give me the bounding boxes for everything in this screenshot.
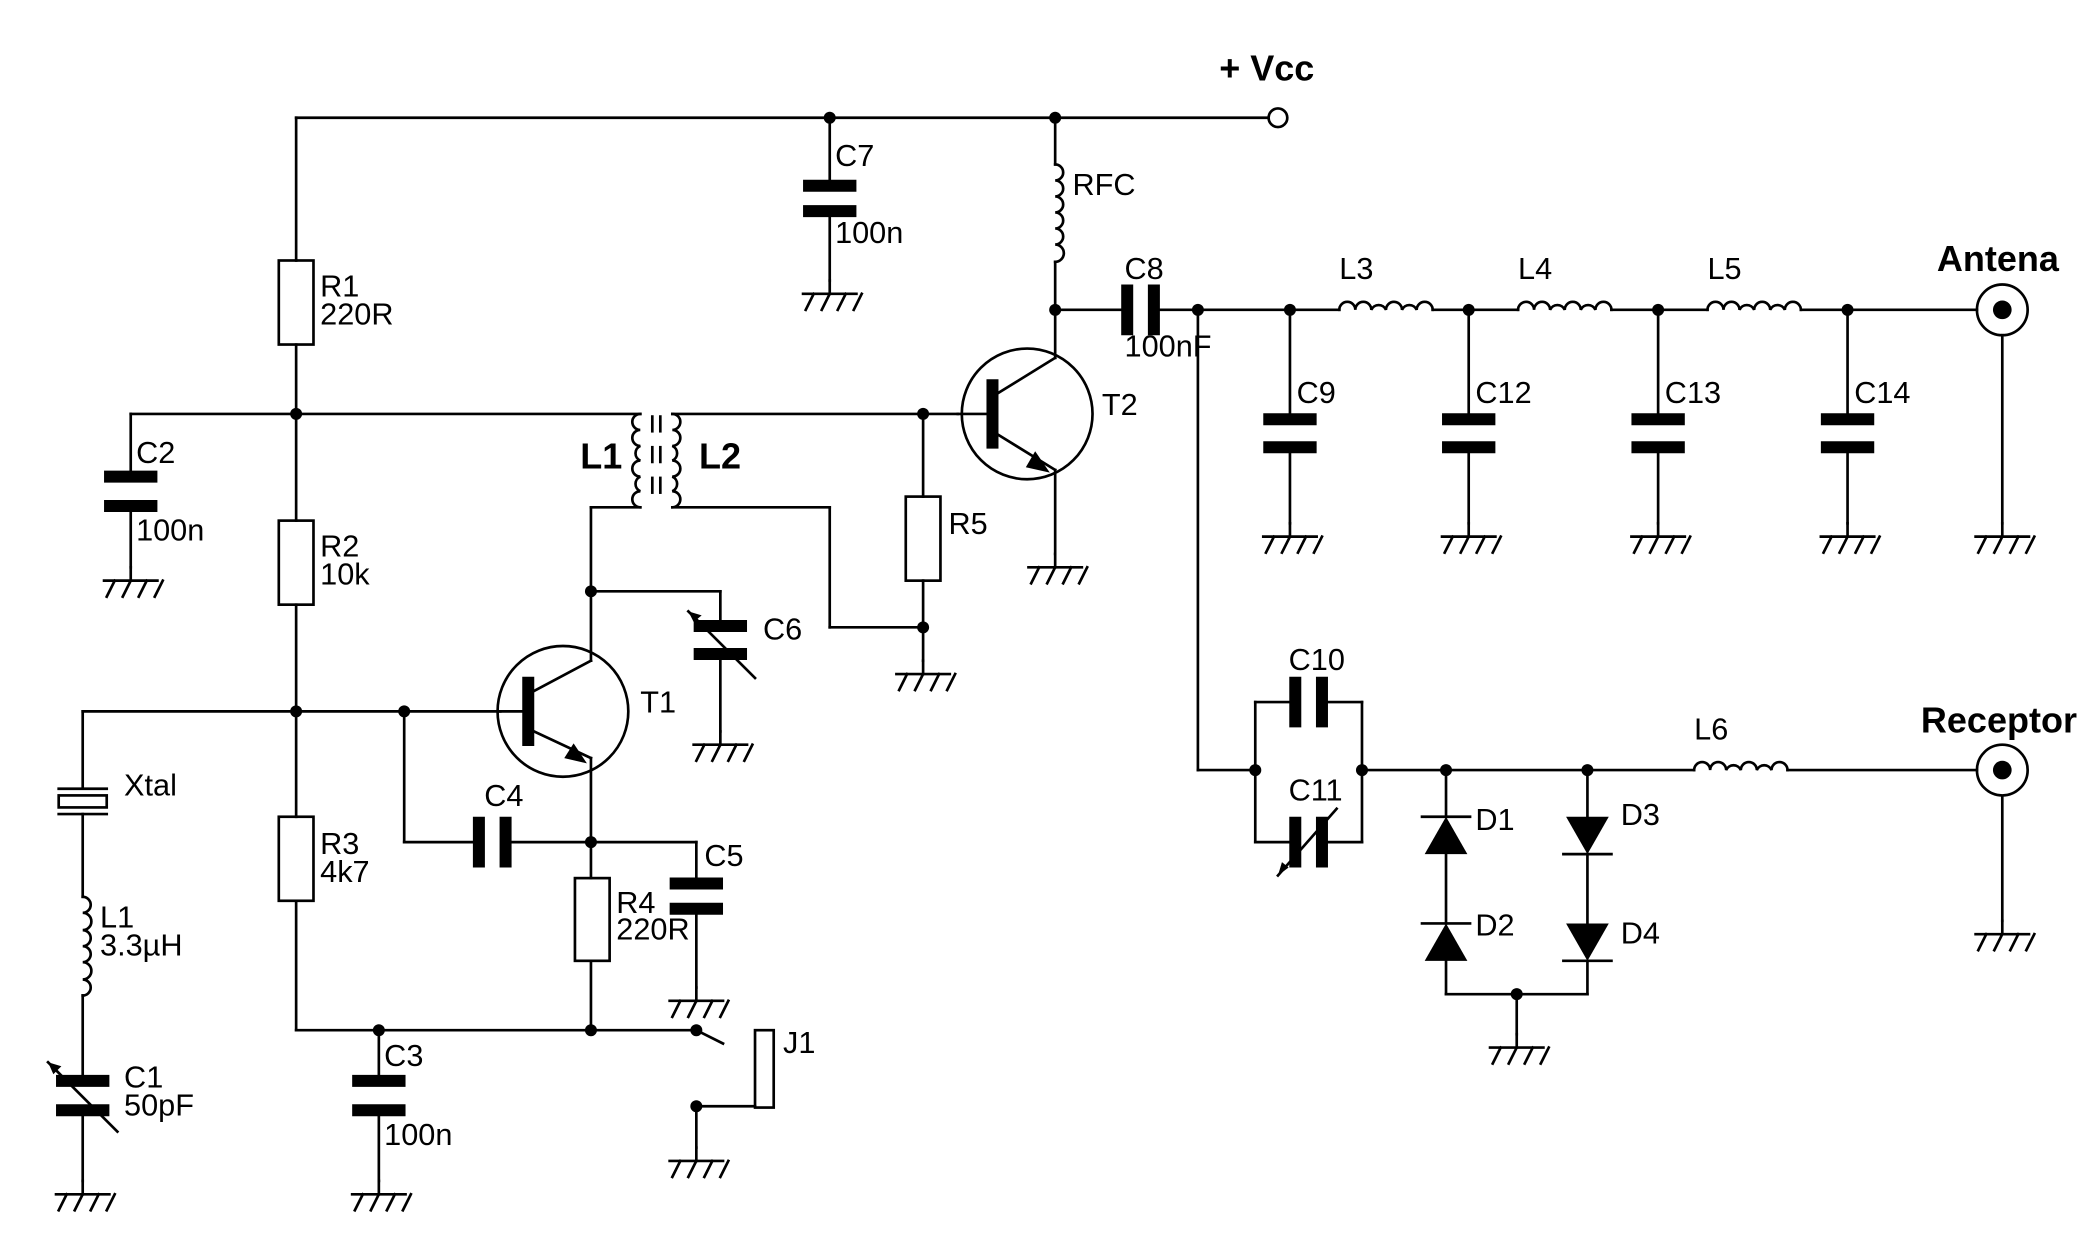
capacitor-c13 xyxy=(1631,413,1685,454)
inductor-l3 xyxy=(1337,300,1435,312)
rfc-name: RFC xyxy=(1073,167,1136,202)
capacitor-c4 xyxy=(472,816,512,868)
d3-name: D3 xyxy=(1621,797,1660,832)
r4-name: R4 xyxy=(616,885,655,920)
diode-d4 xyxy=(1562,923,1613,963)
r2-name: R2 xyxy=(320,529,359,564)
c2-name: C2 xyxy=(136,435,175,470)
c2-value: 100n xyxy=(136,513,204,548)
capacitor-c10 xyxy=(1289,676,1328,728)
receiver-label: Receptor xyxy=(1921,700,2077,741)
c14-name: C14 xyxy=(1854,375,1910,410)
receiver-connector xyxy=(1975,743,2029,797)
capacitor-c7 xyxy=(803,179,857,218)
variable-capacitor-c11 xyxy=(1276,806,1339,878)
c6-name: C6 xyxy=(763,611,802,646)
l3-name: L3 xyxy=(1339,251,1373,286)
c11-name: C11 xyxy=(1289,773,1343,808)
capacitor-c8 xyxy=(1121,284,1160,336)
resistor-r4 xyxy=(573,876,611,963)
c9-name: C9 xyxy=(1297,375,1336,410)
vcc-label: + Vcc xyxy=(1219,47,1314,88)
c1-name: C1 xyxy=(124,1060,163,1095)
t1-name: T1 xyxy=(640,685,676,720)
diode-d1 xyxy=(1420,815,1472,855)
c5-name: C5 xyxy=(704,838,743,873)
capacitor-c14 xyxy=(1820,413,1875,454)
d4-name: D4 xyxy=(1621,915,1660,950)
r4-value: 220R xyxy=(616,911,689,946)
jumper-j1 xyxy=(753,1028,776,1109)
variable-capacitor-c1 xyxy=(46,1060,120,1134)
antenna-label: Antena xyxy=(1937,238,2060,279)
l5-name: L5 xyxy=(1707,251,1741,286)
c3-value: 100n xyxy=(384,1117,452,1152)
diode-d2 xyxy=(1420,922,1472,961)
c1-value: 50pF xyxy=(124,1088,194,1123)
variable-capacitor-c6 xyxy=(686,609,757,680)
transformer-l1-l2 xyxy=(631,412,682,509)
resistor-r2 xyxy=(277,519,315,606)
c7-name: C7 xyxy=(835,138,874,173)
c12-name: C12 xyxy=(1475,375,1531,410)
l2-name: L2 xyxy=(699,436,741,477)
l1-name: L1 xyxy=(100,899,134,934)
l1-transformer-name: L1 xyxy=(580,436,622,477)
c7-value: 100n xyxy=(835,215,903,250)
inductor-l6 xyxy=(1692,760,1789,772)
c8-value: 100nF xyxy=(1125,329,1212,364)
l6-name: L6 xyxy=(1694,711,1728,746)
resistor-r3 xyxy=(277,815,315,903)
l4-name: L4 xyxy=(1518,251,1552,286)
inductor-l5 xyxy=(1706,300,1803,312)
junctions xyxy=(290,111,1854,1113)
d2-name: D2 xyxy=(1475,907,1514,942)
l1-value: 3.3µH xyxy=(100,927,182,962)
r3-value: 4k7 xyxy=(320,854,369,889)
c8-name: C8 xyxy=(1125,251,1164,286)
capacitor-c5 xyxy=(669,877,724,915)
crystal-xtal xyxy=(57,787,109,816)
capacitor-c3 xyxy=(352,1074,406,1117)
t2-name: T2 xyxy=(1102,387,1138,422)
r5-name: R5 xyxy=(948,506,987,541)
d1-name: D1 xyxy=(1475,802,1514,837)
r2-value: 10k xyxy=(320,557,370,592)
xtal-name: Xtal xyxy=(124,767,177,802)
c4-name: C4 xyxy=(484,778,523,813)
r1-value: 220R xyxy=(320,297,393,332)
capacitor-c2 xyxy=(104,470,158,512)
wires xyxy=(81,116,2004,1183)
capacitor-c9 xyxy=(1263,413,1317,454)
antenna-connector xyxy=(1975,283,2029,337)
inductor-rfc xyxy=(1053,163,1066,264)
inductor-l4 xyxy=(1516,300,1613,312)
c10-name: C10 xyxy=(1289,642,1345,677)
c13-name: C13 xyxy=(1665,375,1721,410)
vcc-terminal xyxy=(1267,107,1289,129)
inductor-l1 xyxy=(81,895,93,997)
capacitor-c12 xyxy=(1442,413,1496,454)
r1-name: R1 xyxy=(320,269,359,304)
r3-name: R3 xyxy=(320,826,359,861)
transistor-t1 xyxy=(496,644,630,779)
j1-name: J1 xyxy=(783,1025,815,1060)
transistor-t2 xyxy=(956,347,1094,481)
diode-d3 xyxy=(1562,816,1613,856)
ground-symbols xyxy=(54,279,2036,1212)
resistor-r5 xyxy=(904,495,942,582)
c3-name: C3 xyxy=(384,1038,423,1073)
resistor-r1 xyxy=(277,259,315,346)
